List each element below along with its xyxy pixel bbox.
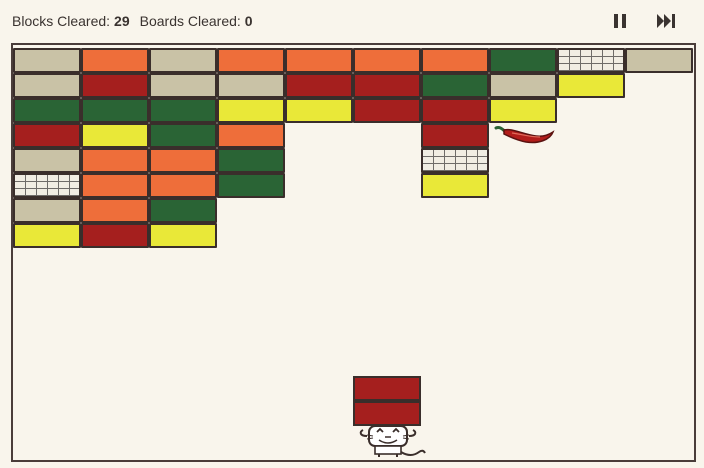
block-yellow	[489, 98, 557, 123]
skip-forward-icon	[657, 14, 675, 28]
block-red	[421, 123, 489, 148]
block-yellow	[13, 223, 81, 248]
block-red	[353, 98, 421, 123]
carried-block	[353, 376, 421, 401]
block-beige	[13, 48, 81, 73]
brick-block	[13, 173, 81, 198]
brick-block	[557, 48, 625, 73]
block-green	[149, 98, 217, 123]
block-orange	[81, 148, 149, 173]
block-red	[13, 123, 81, 148]
block-orange	[217, 48, 285, 73]
block-red	[81, 73, 149, 98]
game-board[interactable]	[11, 43, 696, 462]
carried-block	[353, 401, 421, 426]
block-orange	[149, 173, 217, 198]
block-green	[489, 48, 557, 73]
block-beige	[13, 198, 81, 223]
block-green	[217, 148, 285, 173]
block-yellow	[81, 123, 149, 148]
brick-block	[421, 148, 489, 173]
block-beige	[13, 148, 81, 173]
block-green	[13, 98, 81, 123]
block-orange	[353, 48, 421, 73]
block-beige	[149, 48, 217, 73]
block-orange	[81, 173, 149, 198]
chili-pepper-powerup[interactable]	[492, 124, 556, 148]
pause-icon	[614, 14, 626, 28]
block-red	[421, 98, 489, 123]
block-orange	[81, 198, 149, 223]
skip-button[interactable]	[654, 10, 678, 32]
pause-button[interactable]	[608, 10, 632, 32]
cat-character[interactable]	[357, 424, 429, 458]
block-red	[285, 73, 353, 98]
boards-cleared-label: Boards Cleared:	[139, 13, 241, 29]
blocks-cleared-value: 29	[114, 13, 130, 29]
block-orange	[285, 48, 353, 73]
block-beige	[489, 73, 557, 98]
score-bar: Blocks Cleared: 29 Boards Cleared: 0	[12, 10, 263, 32]
block-orange	[149, 148, 217, 173]
block-red	[81, 223, 149, 248]
block-beige	[13, 73, 81, 98]
block-yellow	[421, 173, 489, 198]
block-green	[149, 123, 217, 148]
block-yellow	[285, 98, 353, 123]
block-green	[421, 73, 489, 98]
block-green	[149, 198, 217, 223]
block-beige	[625, 48, 693, 73]
block-yellow	[557, 73, 625, 98]
block-orange	[81, 48, 149, 73]
block-yellow	[149, 223, 217, 248]
block-yellow	[217, 98, 285, 123]
block-beige	[217, 73, 285, 98]
block-orange	[217, 123, 285, 148]
block-beige	[149, 73, 217, 98]
block-red	[353, 73, 421, 98]
blocks-cleared-label: Blocks Cleared:	[12, 13, 111, 29]
block-green	[217, 173, 285, 198]
block-green	[81, 98, 149, 123]
block-orange	[421, 48, 489, 73]
boards-cleared-value: 0	[244, 13, 253, 29]
